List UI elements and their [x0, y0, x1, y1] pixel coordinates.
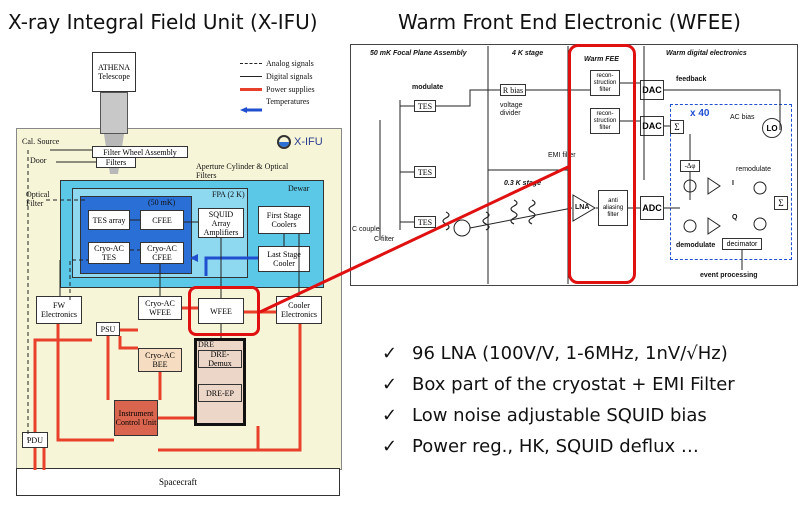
legend-power-line	[240, 88, 262, 91]
bullet-list: ✓ 96 LNA (100V/V, 1-6MHz, 1nV/√Hz) ✓ Box…	[382, 338, 735, 462]
mk50-label: (50 mK)	[148, 198, 176, 207]
cal-source-label: Cal. Source	[22, 137, 60, 146]
i-label: I	[732, 180, 734, 187]
sigma-box-1: Σ	[670, 120, 684, 134]
reconstruction-filter-2: recon- struction filter	[590, 108, 620, 134]
squid-box: SQUID Array Amplifiers	[198, 208, 244, 238]
stage-03k-label: 0.3 K stage	[504, 180, 541, 187]
sigma-box-2: Σ	[774, 196, 788, 210]
wfee-title: Warm Front End Electronic (WFEE)	[398, 10, 741, 34]
decimator-box: decimator	[722, 238, 762, 250]
legend-power-label: Power supplies	[266, 85, 315, 94]
dre-demux-box: DRE-Demux	[198, 350, 242, 368]
c-filter-label: C filter	[374, 236, 395, 243]
check-icon: ✓	[382, 374, 398, 395]
aperture-label: Aperture Cylinder & Optical Filters	[196, 162, 289, 180]
demodulate-label: demodulate	[676, 242, 716, 249]
q-label: Q	[732, 214, 738, 221]
bullet-item: ✓ 96 LNA (100V/V, 1-6MHz, 1nV/√Hz)	[382, 338, 735, 369]
anti-aliasing-filter: anti aliasing filter	[598, 190, 628, 226]
telescope-box: ATHENA Telescope	[92, 52, 136, 92]
dac-1: DAC	[640, 80, 664, 100]
tes-3: TES	[414, 216, 436, 228]
legend-temperature-label: Temperatures	[266, 97, 310, 106]
pdu-box: PDU	[22, 432, 48, 448]
check-icon: ✓	[382, 405, 398, 426]
dre-ep-box: DRE-EP	[198, 384, 242, 402]
cryo-ac-bee-box: Cryo-AC BEE	[138, 348, 182, 372]
door-label: Door	[30, 156, 47, 165]
cryo-ac-tes-box: Cryo-AC TES	[88, 242, 130, 264]
fw-electronics-box: FW Electronics	[36, 296, 82, 324]
cfee-box: CFEE	[140, 210, 184, 230]
telescope-beam	[100, 92, 128, 134]
bullet-text: Low noise adjustable SQUID bias	[412, 405, 707, 426]
psu-box: PSU	[96, 322, 120, 336]
legend-temperature-arrow	[240, 98, 262, 113]
c-couple-label: C couple	[352, 226, 380, 233]
bullet-text: 96 LNA (100V/V, 1-6MHz, 1nV/√Hz)	[412, 343, 728, 364]
bullet-text: Power reg., HK, SQUID deflux …	[412, 436, 699, 457]
legend-digital-label: Digital signals	[266, 72, 313, 81]
stage-4k-label: 4 K stage	[512, 50, 544, 57]
dac-2: DAC	[640, 116, 664, 136]
tes-array-box: TES array	[88, 210, 130, 230]
modulate-label: modulate	[412, 84, 444, 91]
event-processing-label: event processing	[700, 272, 758, 279]
lna-triangle	[572, 194, 596, 222]
wfee-highlight-frame	[568, 44, 636, 284]
emi-label: EMI filter	[548, 152, 576, 159]
wfee-box: WFEE	[198, 298, 244, 324]
cryo-ac-cfee-box: Cryo-AC CFEE	[140, 242, 184, 264]
tes-1: TES	[414, 100, 436, 112]
dewar-label: Dewar	[288, 184, 310, 193]
cryo-ac-wfee-box: Cryo-AC WFEE	[138, 296, 182, 320]
bullet-item: ✓ Power reg., HK, SQUID deflux …	[382, 431, 735, 462]
xifu-title: X-ray Integral Field Unit (X-IFU)	[8, 10, 318, 34]
check-icon: ✓	[382, 436, 398, 457]
warm-digital-label: Warm digital electronics	[666, 50, 747, 57]
lo-circle: LO	[762, 118, 782, 138]
digital-box	[670, 104, 792, 260]
x40-label: x 40	[690, 108, 710, 119]
feedback-label: feedback	[676, 76, 707, 83]
delta-phi-box: -Δφ	[680, 160, 700, 172]
legend-analog-label: Analog signals	[266, 59, 314, 68]
dre-label: DRE	[198, 340, 214, 349]
last-stage-cooler-box: Last Stage Cooler	[258, 246, 310, 272]
adc: ADC	[640, 196, 664, 220]
optical-filter-label: Optical Filter	[26, 190, 50, 208]
icu-box: Instrument Control Unit	[114, 400, 158, 436]
tes-2: TES	[414, 166, 436, 178]
warm-fee-label: Warm FEE	[584, 56, 619, 63]
filter-wheel-box: Filter Wheel Assembly	[92, 146, 188, 158]
lna-label: LNA	[575, 204, 590, 211]
legend-digital-line	[240, 76, 262, 77]
ac-bias-label: AC bias	[730, 114, 755, 121]
bullet-item: ✓ Low noise adjustable SQUID bias	[382, 400, 735, 431]
reconstruction-filter-1: recon- struction filter	[590, 70, 620, 96]
bullet-item: ✓ Box part of the cryostat + EMI Filter	[382, 369, 735, 400]
xifu-logo-icon	[277, 135, 291, 149]
bullet-text: Box part of the cryostat + EMI Filter	[412, 374, 735, 395]
xifu-logo: X-IFU	[276, 134, 323, 150]
focal-plane-label: 50 mK Focal Plane Assembly	[370, 50, 467, 57]
fpa-label: FPA (2 K)	[212, 190, 245, 199]
xifu-wfee-highlight	[188, 286, 260, 336]
spacecraft-box: Spacecraft	[16, 468, 340, 496]
rbias-box: R bias	[500, 84, 526, 96]
legend-analog-line	[240, 63, 262, 64]
remodulate-label: remodulate	[736, 166, 772, 173]
check-icon: ✓	[382, 343, 398, 364]
voltage-divider-label: voltage divider	[500, 102, 523, 117]
filters-box: Filters	[96, 157, 136, 168]
first-stage-coolers-box: First Stage Coolers	[258, 206, 310, 234]
